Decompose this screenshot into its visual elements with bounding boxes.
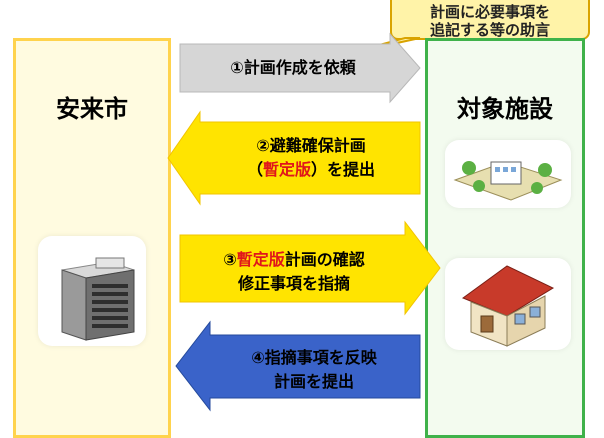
arrow-submit-draft xyxy=(167,110,421,206)
arrow-resubmit xyxy=(175,320,421,412)
house-icon xyxy=(461,265,555,347)
submit-text: ）を提出 xyxy=(311,160,376,179)
arrow-review-draft-line2: 修正事項を指摘 xyxy=(237,274,350,293)
callout-line1: 計画に必要事項を xyxy=(429,3,550,21)
arrow-submit-draft-label: ②避難確保計画 （暫定版）を提出 xyxy=(206,134,416,182)
arrow-request-text: ①計画作成を依頼 xyxy=(230,58,356,77)
arrow-review-draft-line1: ③暫定版計画の確認 xyxy=(184,248,404,272)
arrow-request xyxy=(179,32,421,104)
draft-version-text: 暫定版 xyxy=(262,160,311,179)
confirm-plan-text: 計画の確認 xyxy=(284,250,365,269)
city-hall-card xyxy=(38,236,146,346)
school-card xyxy=(445,140,571,208)
city-panel: 安来市 xyxy=(13,38,171,438)
arrow-review-draft-label: ③暫定版計画の確認 修正事項を指摘 xyxy=(184,248,404,296)
arrow-resubmit-label: ④指摘事項を反映 計画を提出 xyxy=(214,346,414,394)
office-building-icon xyxy=(61,257,135,341)
arrow-submit-draft-line2: （暫定版）を提出 xyxy=(206,158,416,182)
facility-title: 対象施設 xyxy=(457,95,553,123)
draft-version-text: 暫定版 xyxy=(236,250,285,269)
arrow-request-label: ①計画作成を依頼 xyxy=(188,56,398,80)
advice-callout: 計画に必要事項を 追記する等の助言 xyxy=(390,0,590,40)
house-card xyxy=(445,258,571,350)
arrow-submit-draft-line1: ②避難確保計画 xyxy=(256,136,366,155)
school-building-icon xyxy=(453,161,563,201)
paren-open: （ xyxy=(246,160,263,179)
arrows-layer xyxy=(167,32,441,412)
facility-panel: 対象施設 xyxy=(425,38,585,438)
arrow-resubmit-line1: ④指摘事項を反映 xyxy=(251,348,377,367)
arrow-review-draft xyxy=(179,220,441,316)
city-title: 安来市 xyxy=(56,95,128,123)
callout-line2: 追記する等の助言 xyxy=(429,21,550,39)
arrow-resubmit-line2: 計画を提出 xyxy=(273,372,354,391)
step3-marker: ③ xyxy=(223,250,237,269)
